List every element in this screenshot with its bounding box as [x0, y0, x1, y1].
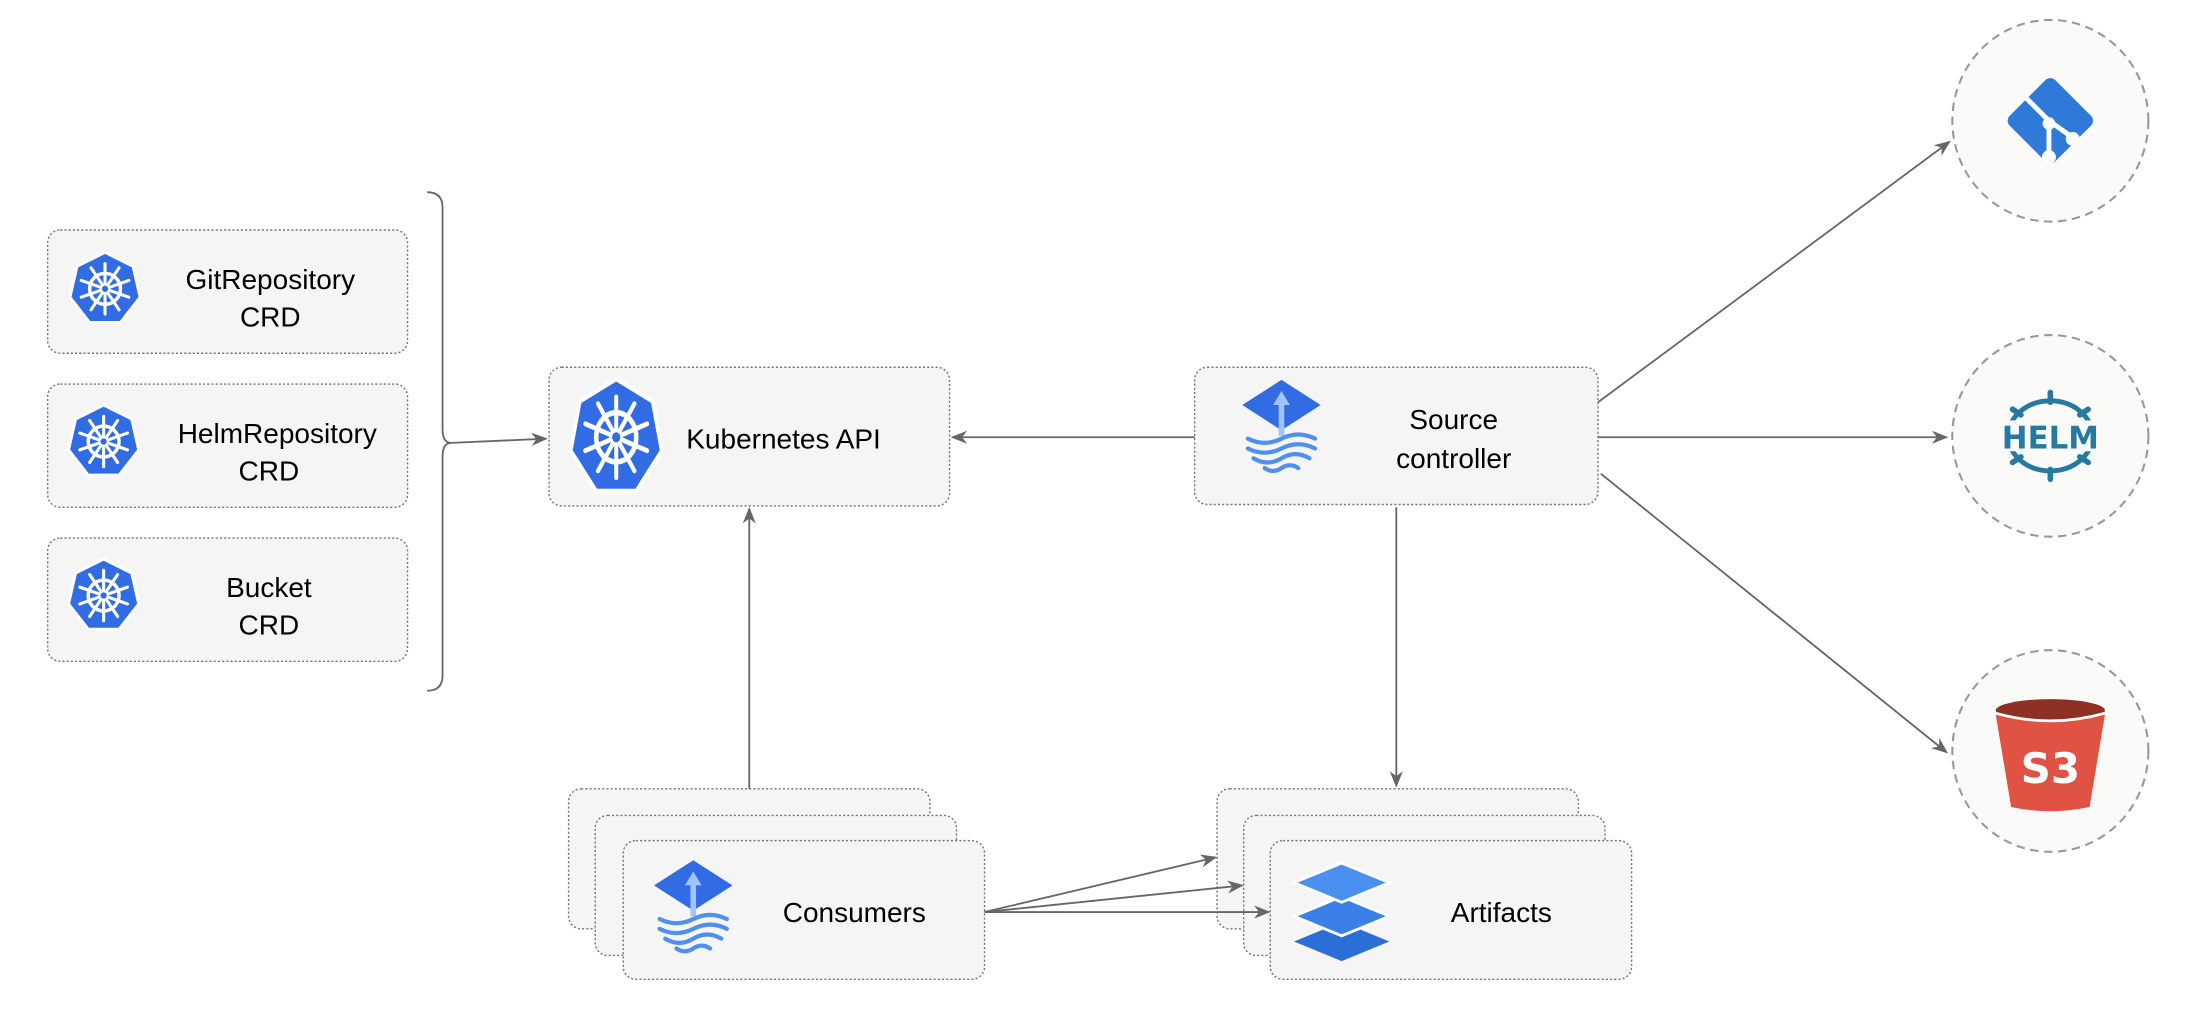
consumers-node[interactable]: Consumers [567, 788, 986, 980]
edge-crds-to-api [450, 432, 548, 446]
s3-bucket-icon: S3 [1995, 699, 2106, 812]
helm-source[interactable]: HELM [1951, 333, 2150, 538]
edge-consumers-to-artifacts-1 [984, 854, 1218, 913]
layers-icon [1290, 861, 1393, 962]
kubernetes-api-label: Kubernetes API [686, 423, 881, 454]
crd-type: CRD [240, 302, 301, 333]
crd-type: CRD [239, 456, 300, 487]
crd-group-brace [427, 191, 452, 692]
crd-name: Bucket [226, 572, 312, 603]
crd-gitrepository[interactable]: GitRepository CRD [46, 229, 409, 354]
crd-name: GitRepository [185, 264, 355, 295]
git-source[interactable] [1951, 18, 2150, 223]
crd-bucket[interactable]: Bucket CRD [46, 537, 409, 663]
artifacts-label: Artifacts [1451, 897, 1552, 928]
crd-name: HelmRepository [178, 418, 377, 449]
source-controller-label-line2: controller [1396, 443, 1511, 474]
artifacts-node[interactable]: Artifacts [1216, 788, 1633, 980]
source-controller-node[interactable]: Source controller [1193, 366, 1599, 506]
s3-source[interactable]: S3 [1951, 649, 2150, 853]
consumers-label: Consumers [783, 897, 926, 928]
edge-consumers-to-artifacts-2 [984, 880, 1244, 913]
edge-controller-to-git [1597, 140, 1951, 403]
crd-helmrepository[interactable]: HelmRepository CRD [46, 383, 409, 508]
crd-type: CRD [239, 610, 300, 641]
helm-logo: HELM [1991, 389, 2110, 483]
kubernetes-api-node[interactable]: Kubernetes API [548, 366, 951, 507]
source-controller-label-line1: Source [1409, 404, 1498, 435]
s3-logo-text: S3 [2021, 744, 2080, 793]
edge-controller-to-s3 [1600, 472, 1948, 754]
git-icon [2007, 78, 2094, 165]
helm-logo-text: HELM [2002, 420, 2099, 456]
